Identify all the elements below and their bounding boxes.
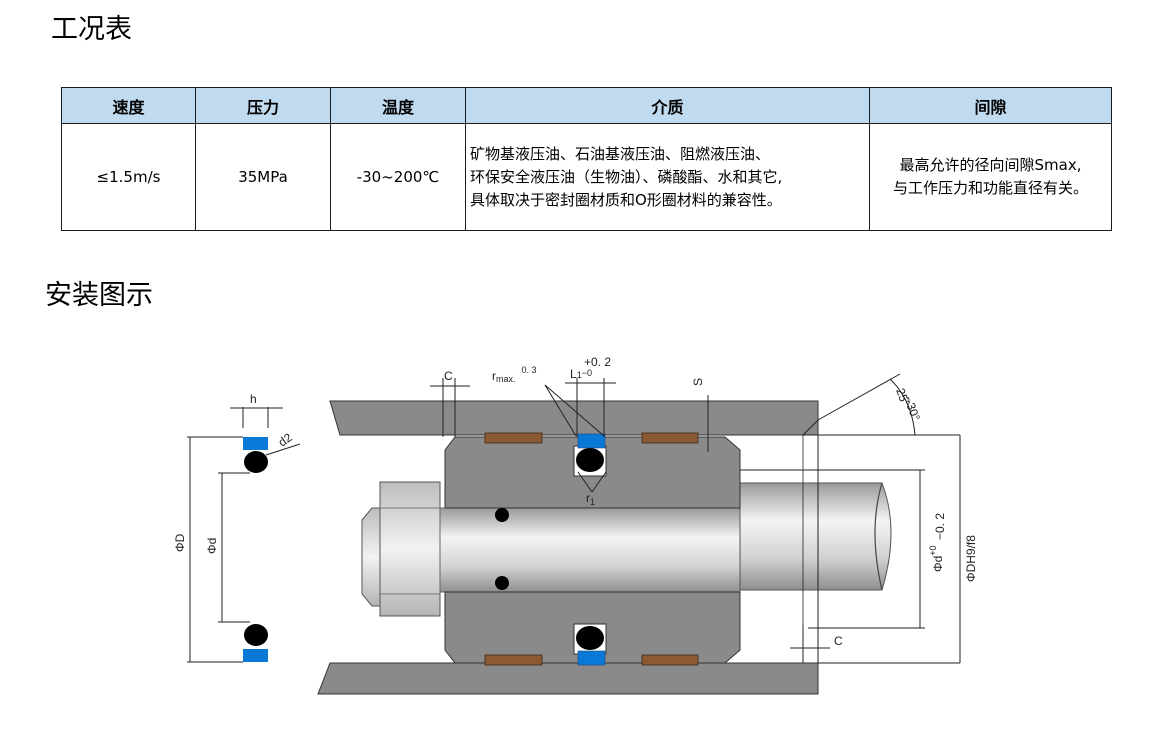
r1-leader [591, 471, 607, 493]
header-medium: 介质 [465, 87, 870, 124]
guide-ring [641, 432, 699, 444]
rmax-leader [544, 384, 605, 437]
label-C-bottom: C [834, 634, 843, 648]
angle-arc [889, 378, 916, 436]
seal-lip-top [243, 437, 268, 450]
label-L1: L1−0 [570, 367, 592, 381]
label-angle-30: ~30° [901, 394, 923, 423]
seal-lip-bottom [243, 649, 268, 662]
label-L1-tol-upper: +0. 2 [584, 355, 611, 369]
label-rmax: rmax.0. 3 [492, 365, 537, 384]
seal-lip-top [577, 433, 606, 449]
chamfer-line [802, 419, 819, 436]
inner-oring-bottom [495, 576, 509, 590]
seal-cross-section: h ΦD Φd d2 [173, 392, 301, 663]
table-row: ≤1.5m/s 35MPa -30~200℃ 矿物基液压油、石油基液压油、阻燃液… [61, 123, 1112, 231]
piston-rod [739, 482, 892, 591]
oring-top [244, 451, 268, 473]
bolt-head [379, 481, 441, 617]
label-angle-25: 25° [893, 386, 912, 408]
cell-medium: 矿物基液压油、石油基液压油、阻燃液压油、 环保安全液压油（生物油）、磷酸酯、水和… [465, 123, 870, 231]
housing-bottom [317, 662, 819, 695]
gap-line: 最高允许的径向间隙Smax, [899, 156, 1082, 174]
dim-d2-leader [265, 443, 301, 456]
installation-diagram: h ΦD Φd d2 [173, 355, 978, 695]
header-temperature: 温度 [330, 87, 466, 124]
table-header-row: 速度 压力 温度 介质 间隙 [61, 87, 1112, 124]
cell-gap: 最高允许的径向间隙Smax, 与工作压力和功能直径有关。 [869, 123, 1112, 231]
housing-top [329, 400, 819, 436]
oring-bottom [576, 626, 604, 650]
bolt-nut-edge [361, 507, 381, 607]
seal-lip-bottom [577, 650, 606, 666]
label-phiD: ΦD [173, 533, 187, 552]
label-phid-tol: Φd+0 [928, 545, 945, 572]
label-S: S [691, 378, 705, 386]
label-r1: r1 [586, 491, 595, 507]
piston-rod-inner [439, 507, 741, 593]
medium-line: 具体取决于密封圈材质和O形圈材料的兼容性。 [470, 190, 782, 209]
guide-ring [484, 654, 543, 666]
cell-pressure: 35MPa [195, 123, 331, 231]
angle-line [817, 373, 901, 421]
header-gap: 间隙 [869, 87, 1112, 124]
gap-line: 与工作压力和功能直径有关。 [892, 179, 1088, 197]
installation-diagram-title: 安装图示 [45, 280, 153, 311]
oring-top [576, 448, 604, 472]
medium-line: 环保安全液压油（生物油）、磷酸酯、水和其它, [470, 167, 783, 186]
label-phid-tol-lower: −0. 2 [933, 513, 947, 540]
cell-temperature: -30~200℃ [330, 123, 466, 231]
installation-assembly: C rmax.0. 3 L1−0 +0. 2 S r1 25° ~30° ΦDH… [317, 355, 978, 695]
guide-ring [641, 654, 699, 666]
inner-oring-top [495, 508, 509, 522]
condition-table-title: 工况表 [51, 14, 132, 45]
medium-line: 矿物基液压油、石油基液压油、阻燃液压油、 [470, 144, 771, 163]
condition-table: 速度 压力 温度 介质 间隙 ≤1.5m/s 35MPa -30~200℃ 矿物… [61, 87, 1112, 231]
label-phid: Φd [205, 538, 219, 554]
guide-ring [484, 432, 543, 444]
header-pressure: 压力 [195, 87, 331, 124]
rmax-leader [544, 384, 577, 437]
rod-break-line [874, 482, 883, 591]
r1-leader [577, 471, 593, 493]
header-speed: 速度 [61, 87, 196, 124]
oring-bottom [244, 624, 268, 646]
label-C-top: C [444, 369, 453, 383]
cell-speed: ≤1.5m/s [61, 123, 196, 231]
label-h: h [250, 392, 257, 406]
label-phiDH9: ΦDH9/f8 [964, 535, 978, 582]
